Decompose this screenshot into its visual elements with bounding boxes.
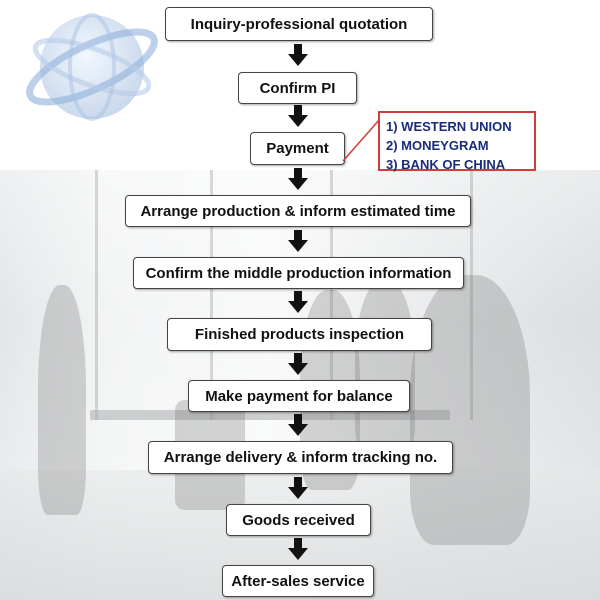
man-figure <box>355 280 415 460</box>
step-label: Finished products inspection <box>194 326 405 343</box>
step-arrange-delivery: Arrange delivery & inform tracking no. <box>148 441 453 474</box>
payment-method-item: 3) BANK OF CHINA <box>386 157 506 172</box>
arrow-down-icon <box>288 291 308 313</box>
window-frame <box>95 170 98 420</box>
woman-on-phone-figure <box>38 285 86 515</box>
step-inquiry-quotation: Inquiry-professional quotation <box>165 7 433 41</box>
step-label: Make payment for balance <box>205 387 393 405</box>
globe-icon <box>26 13 158 121</box>
step-label: Inquiry-professional quotation <box>190 15 408 33</box>
step-label: Arrange production & inform estimated ti… <box>140 202 456 220</box>
arrow-down-icon <box>288 44 308 66</box>
payment-connector-line <box>342 118 381 162</box>
window-frame <box>330 170 333 420</box>
arrow-down-icon <box>288 538 308 560</box>
arrow-down-icon <box>288 168 308 190</box>
step-confirm-pi: Confirm PI <box>238 72 357 104</box>
arrow-down-icon <box>288 414 308 436</box>
step-label: Goods received <box>242 511 355 529</box>
step-label: Arrange delivery & inform tracking no. <box>163 449 438 466</box>
payment-method-item: 1) WESTERN UNION <box>386 119 512 134</box>
arrow-down-icon <box>288 105 308 127</box>
step-goods-received: Goods received <box>226 504 371 536</box>
step-label: Payment <box>266 140 329 157</box>
arrow-down-icon <box>288 353 308 375</box>
step-label: Confirm PI <box>259 79 336 97</box>
step-arrange-production: Arrange production & inform estimated ti… <box>125 195 471 227</box>
payment-methods-box: 1) WESTERN UNION 2) MONEYGRAM 3) BANK OF… <box>378 111 536 172</box>
office-desk <box>90 410 450 420</box>
payment-method-item: 2) MONEYGRAM <box>386 138 489 153</box>
arrow-down-icon <box>288 477 308 499</box>
window-frame <box>470 170 473 420</box>
window-frame <box>210 170 213 420</box>
step-payment-balance: Make payment for balance <box>188 380 410 412</box>
step-payment: Payment <box>250 132 345 165</box>
man-figure <box>410 275 530 545</box>
step-after-sales-service: After-sales service <box>222 565 374 597</box>
arrow-down-icon <box>288 230 308 252</box>
step-label: After-sales service <box>231 572 365 590</box>
step-label: Confirm the middle production informatio… <box>145 264 452 282</box>
step-finished-products-inspection: Finished products inspection <box>167 318 432 351</box>
step-middle-production-info: Confirm the middle production informatio… <box>133 257 464 289</box>
